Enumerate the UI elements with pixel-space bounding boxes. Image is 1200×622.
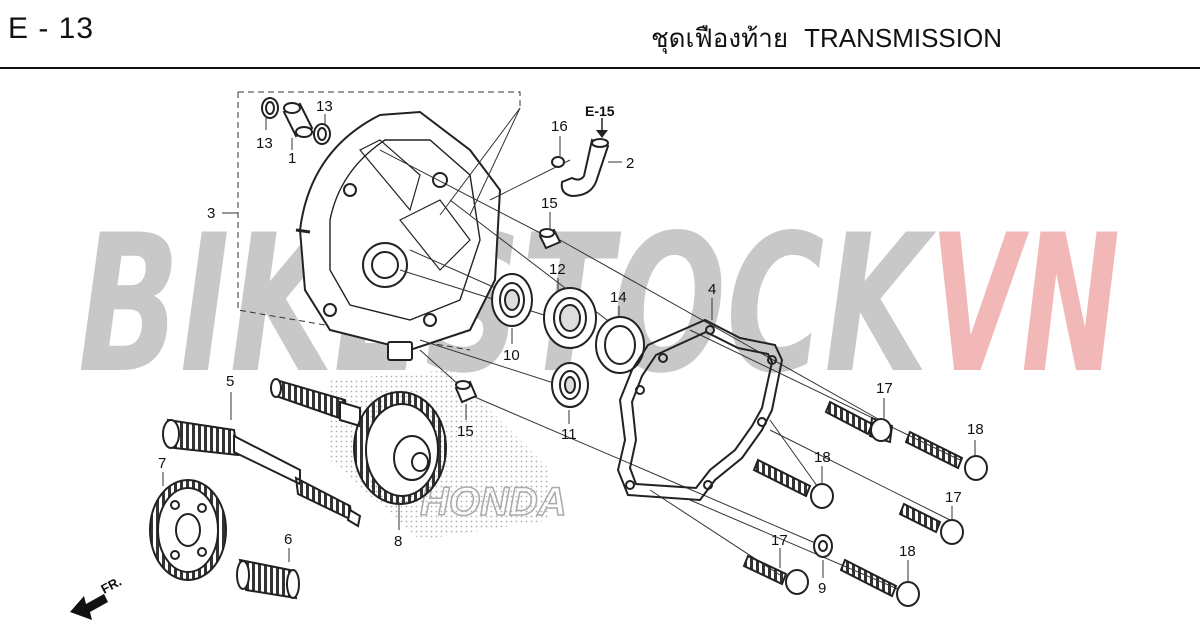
reference-code-e15: E-15 (585, 103, 615, 119)
dowel-pin-15-lower (454, 380, 478, 404)
tube-clip-16 (551, 156, 565, 168)
callout-17-lower: 17 (771, 532, 788, 549)
callout-9: 9 (818, 580, 826, 597)
washer-9 (813, 534, 833, 558)
arrow-left-down-icon (70, 594, 108, 620)
callout-3: 3 (207, 205, 215, 222)
page-code: E - 13 (8, 12, 95, 45)
reference-arrow-head (596, 130, 608, 138)
callout-15-lower: 15 (457, 423, 474, 440)
callout-18-lower: 18 (899, 543, 916, 560)
page-title: ชุดเฟืองท้าย TRANSMISSION (651, 18, 1002, 59)
dowel-bushing-1 (282, 102, 314, 138)
callout-14: 14 (610, 289, 627, 306)
bolt-17-upper (824, 400, 894, 444)
callout-7: 7 (158, 455, 166, 472)
callout-10: 10 (503, 347, 520, 364)
bolt-18-middle (752, 458, 834, 509)
gear-7 (149, 479, 227, 581)
callout-1: 1 (288, 150, 296, 167)
callout-17-middle: 17 (945, 489, 962, 506)
callout-5: 5 (226, 373, 234, 390)
breather-tube-2 (560, 138, 610, 198)
callout-17-upper: 17 (876, 380, 893, 397)
callout-4: 4 (708, 281, 716, 298)
page-title-english: TRANSMISSION (804, 23, 1002, 53)
pinion-6 (236, 558, 300, 600)
dowel-pin-15-upper (538, 228, 562, 250)
shaft-5 (162, 418, 362, 528)
watermark: BIKESTOCK VN (78, 194, 1120, 415)
header-divider (0, 67, 1200, 69)
oil-seal-14 (595, 316, 645, 374)
gear-shaft-8 (270, 378, 447, 505)
bearing-12 (543, 287, 597, 349)
callout-6: 6 (284, 531, 292, 548)
callout-13-right: 13 (316, 98, 333, 115)
callout-12: 12 (549, 261, 566, 278)
bearing-11 (551, 362, 589, 408)
callout-11: 11 (561, 426, 577, 443)
callout-16: 16 (551, 118, 568, 135)
page-title-thai: ชุดเฟืองท้าย (650, 23, 789, 53)
watermark-text-accent: VN (930, 194, 1120, 415)
callout-18-upper: 18 (967, 421, 984, 438)
direction-label: FR. (98, 574, 124, 597)
bolt-17-lower (742, 554, 809, 595)
bolt-18-upper (904, 430, 988, 481)
honda-logo-text: HONDA (420, 480, 567, 524)
callout-18-middle: 18 (814, 449, 831, 466)
oil-seal-13-right (313, 123, 331, 145)
callout-13-left: 13 (256, 135, 273, 152)
callout-15-upper: 15 (541, 195, 558, 212)
bolt-18-lower (839, 558, 920, 607)
transmission-case (295, 110, 502, 361)
callout-8: 8 (394, 533, 402, 550)
bolt-17-middle (898, 502, 964, 545)
gasket-4 (616, 318, 784, 502)
callout-leaders (162, 114, 976, 582)
front-direction-arrow: FR. (70, 574, 124, 620)
bearing-10 (491, 273, 533, 327)
callout-2: 2 (626, 155, 634, 172)
oil-seal-13-left (261, 97, 279, 119)
